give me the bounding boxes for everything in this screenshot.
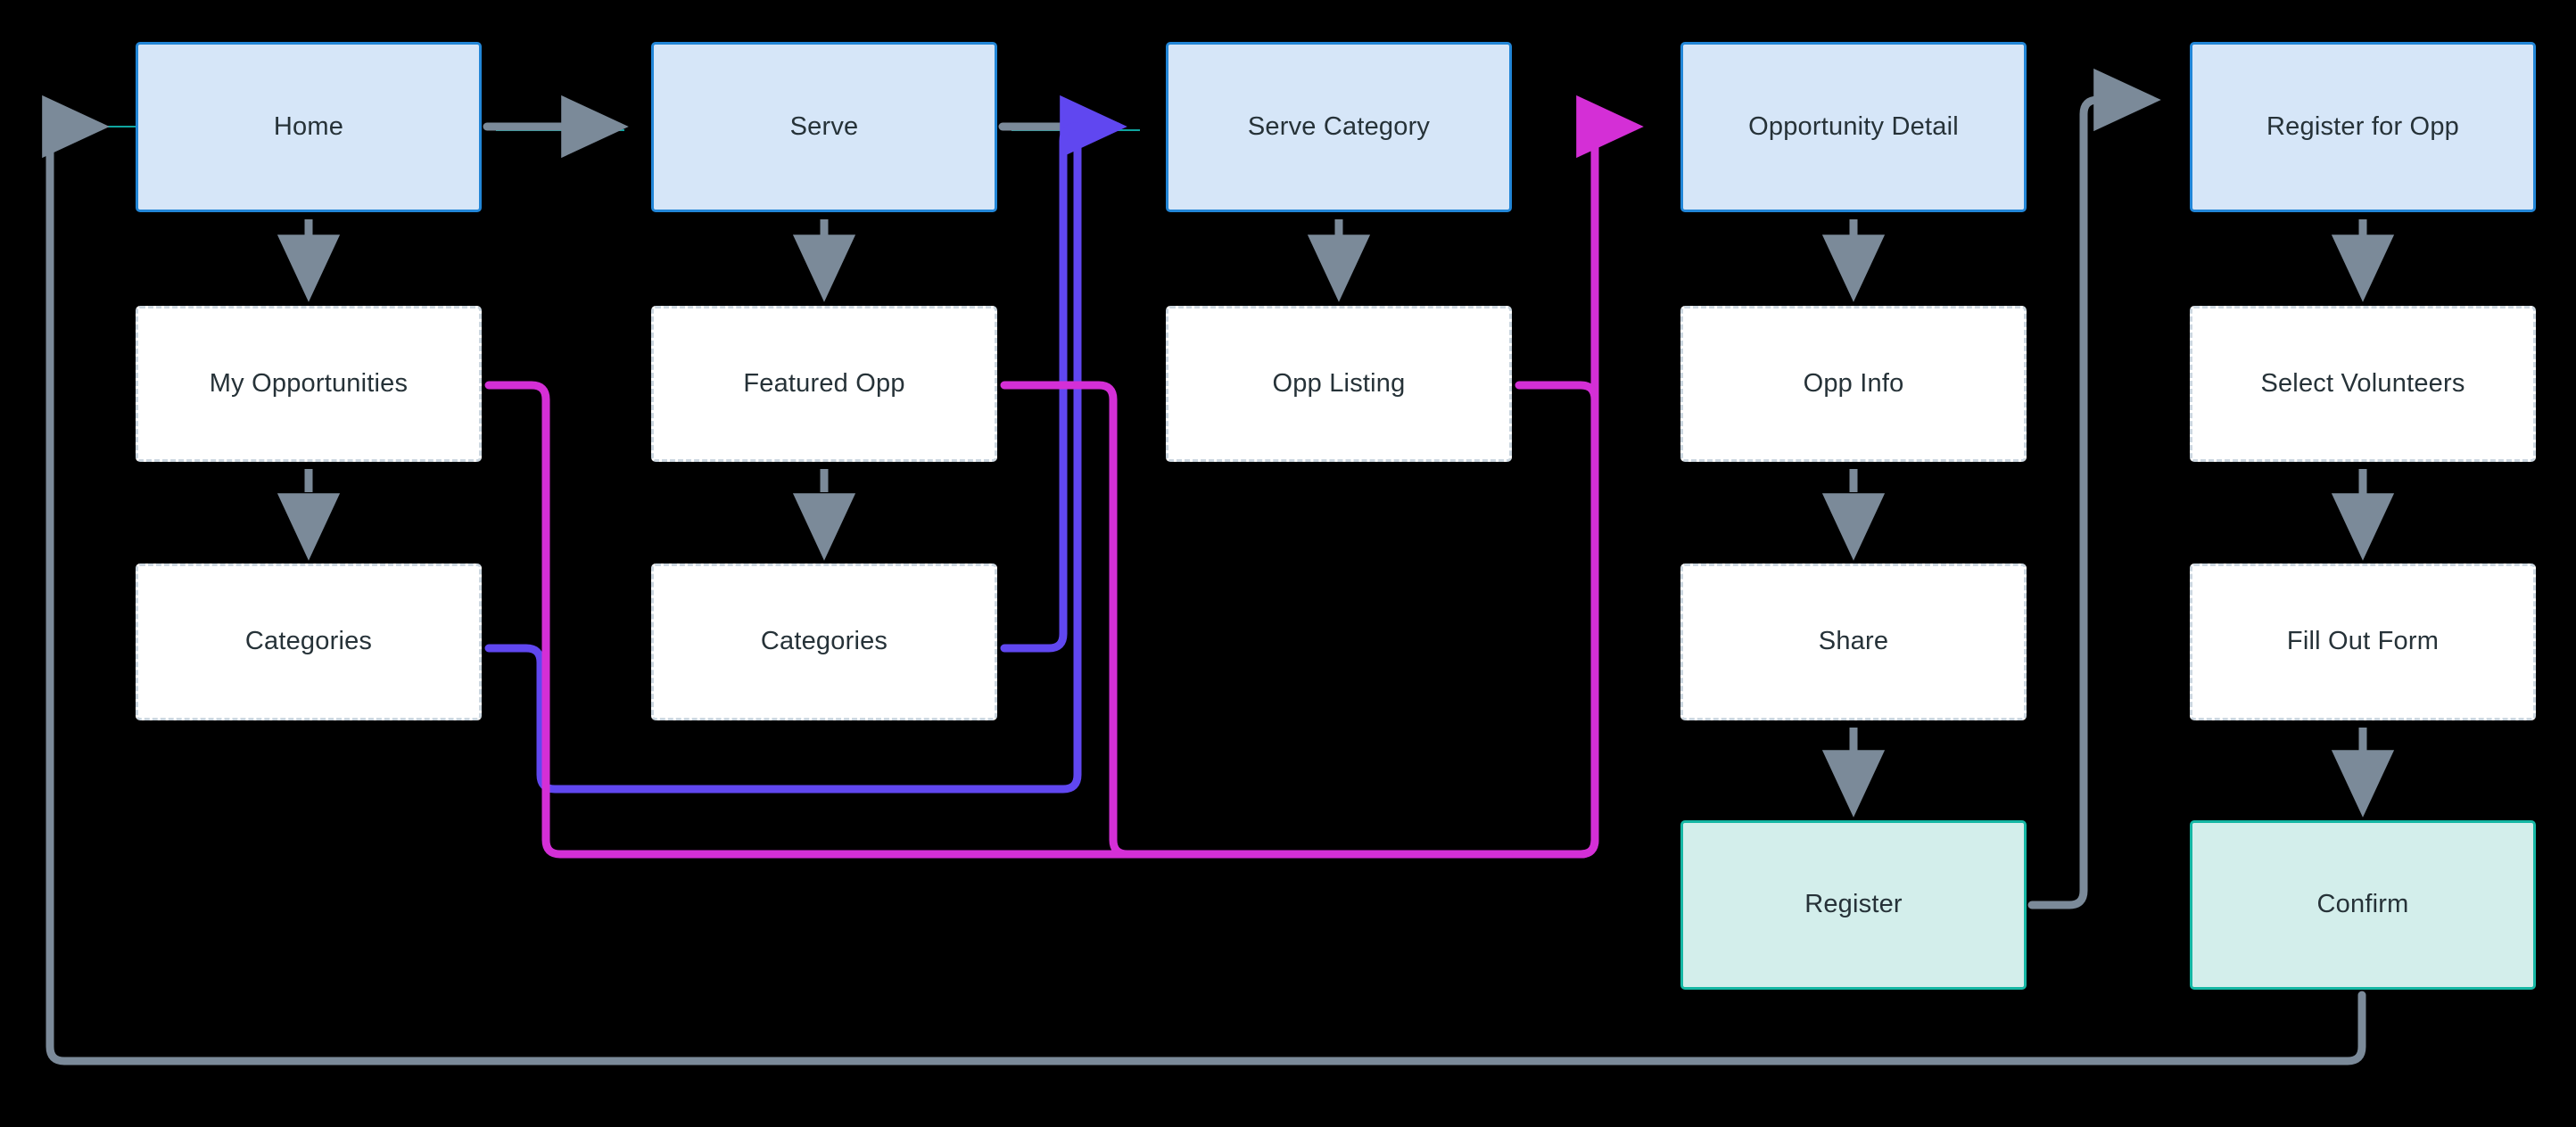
node-label: Featured Opp (743, 368, 905, 398)
node-label: Confirm (2316, 890, 2409, 919)
node-label: Register for Opp (2266, 111, 2459, 141)
node-label: My Opportunities (209, 368, 409, 398)
node-label: Serve (789, 111, 859, 141)
node-label: Share (1818, 627, 1889, 656)
node-home[interactable]: Home (136, 42, 482, 212)
node-label: Categories (244, 627, 373, 656)
node-featured-opp[interactable]: Featured Opp (651, 306, 997, 462)
node-label: Opp Listing (1272, 368, 1406, 398)
node-label: Opportunity Detail (1748, 111, 1959, 141)
node-fill-out-form[interactable]: Fill Out Form (2190, 564, 2536, 720)
node-my-opportunities[interactable]: My Opportunities (136, 306, 482, 462)
node-label: Select Volunteers (2260, 368, 2465, 398)
node-register[interactable]: Register (1680, 820, 2027, 990)
node-opp-listing[interactable]: Opp Listing (1166, 306, 1512, 462)
node-label: Categories (760, 627, 888, 656)
node-share[interactable]: Share (1680, 564, 2027, 720)
node-label: Opp Info (1803, 368, 1904, 398)
node-label: Register (1804, 890, 1903, 919)
node-confirm[interactable]: Confirm (2190, 820, 2536, 990)
node-label: Fill Out Form (2286, 627, 2440, 656)
edge-register-to-register-for-opp (2027, 68, 2161, 909)
node-categories-mid[interactable]: Categories (651, 564, 997, 720)
node-serve[interactable]: Serve (651, 42, 997, 212)
node-label: Home (273, 111, 344, 141)
edge-featured-opp-to-opportunity-detail (1000, 381, 1164, 859)
node-label: Serve Category (1247, 111, 1431, 141)
edge-confirm-to-home (42, 95, 2366, 1065)
node-opportunity-detail[interactable]: Opportunity Detail (1680, 42, 2027, 212)
node-categories-left[interactable]: Categories (136, 564, 482, 720)
edge-opp-listing-to-opportunity-detail (1512, 381, 1599, 859)
edge-my-opportunities-to-opportunity-detail (484, 95, 1644, 859)
node-register-for-opp[interactable]: Register for Opp (2190, 42, 2536, 212)
edge-categories-left-to-serve-category (484, 95, 1127, 794)
node-select-volunteers[interactable]: Select Volunteers (2190, 306, 2536, 462)
node-serve-category[interactable]: Serve Category (1166, 42, 1512, 212)
node-opp-info[interactable]: Opp Info (1680, 306, 2027, 462)
